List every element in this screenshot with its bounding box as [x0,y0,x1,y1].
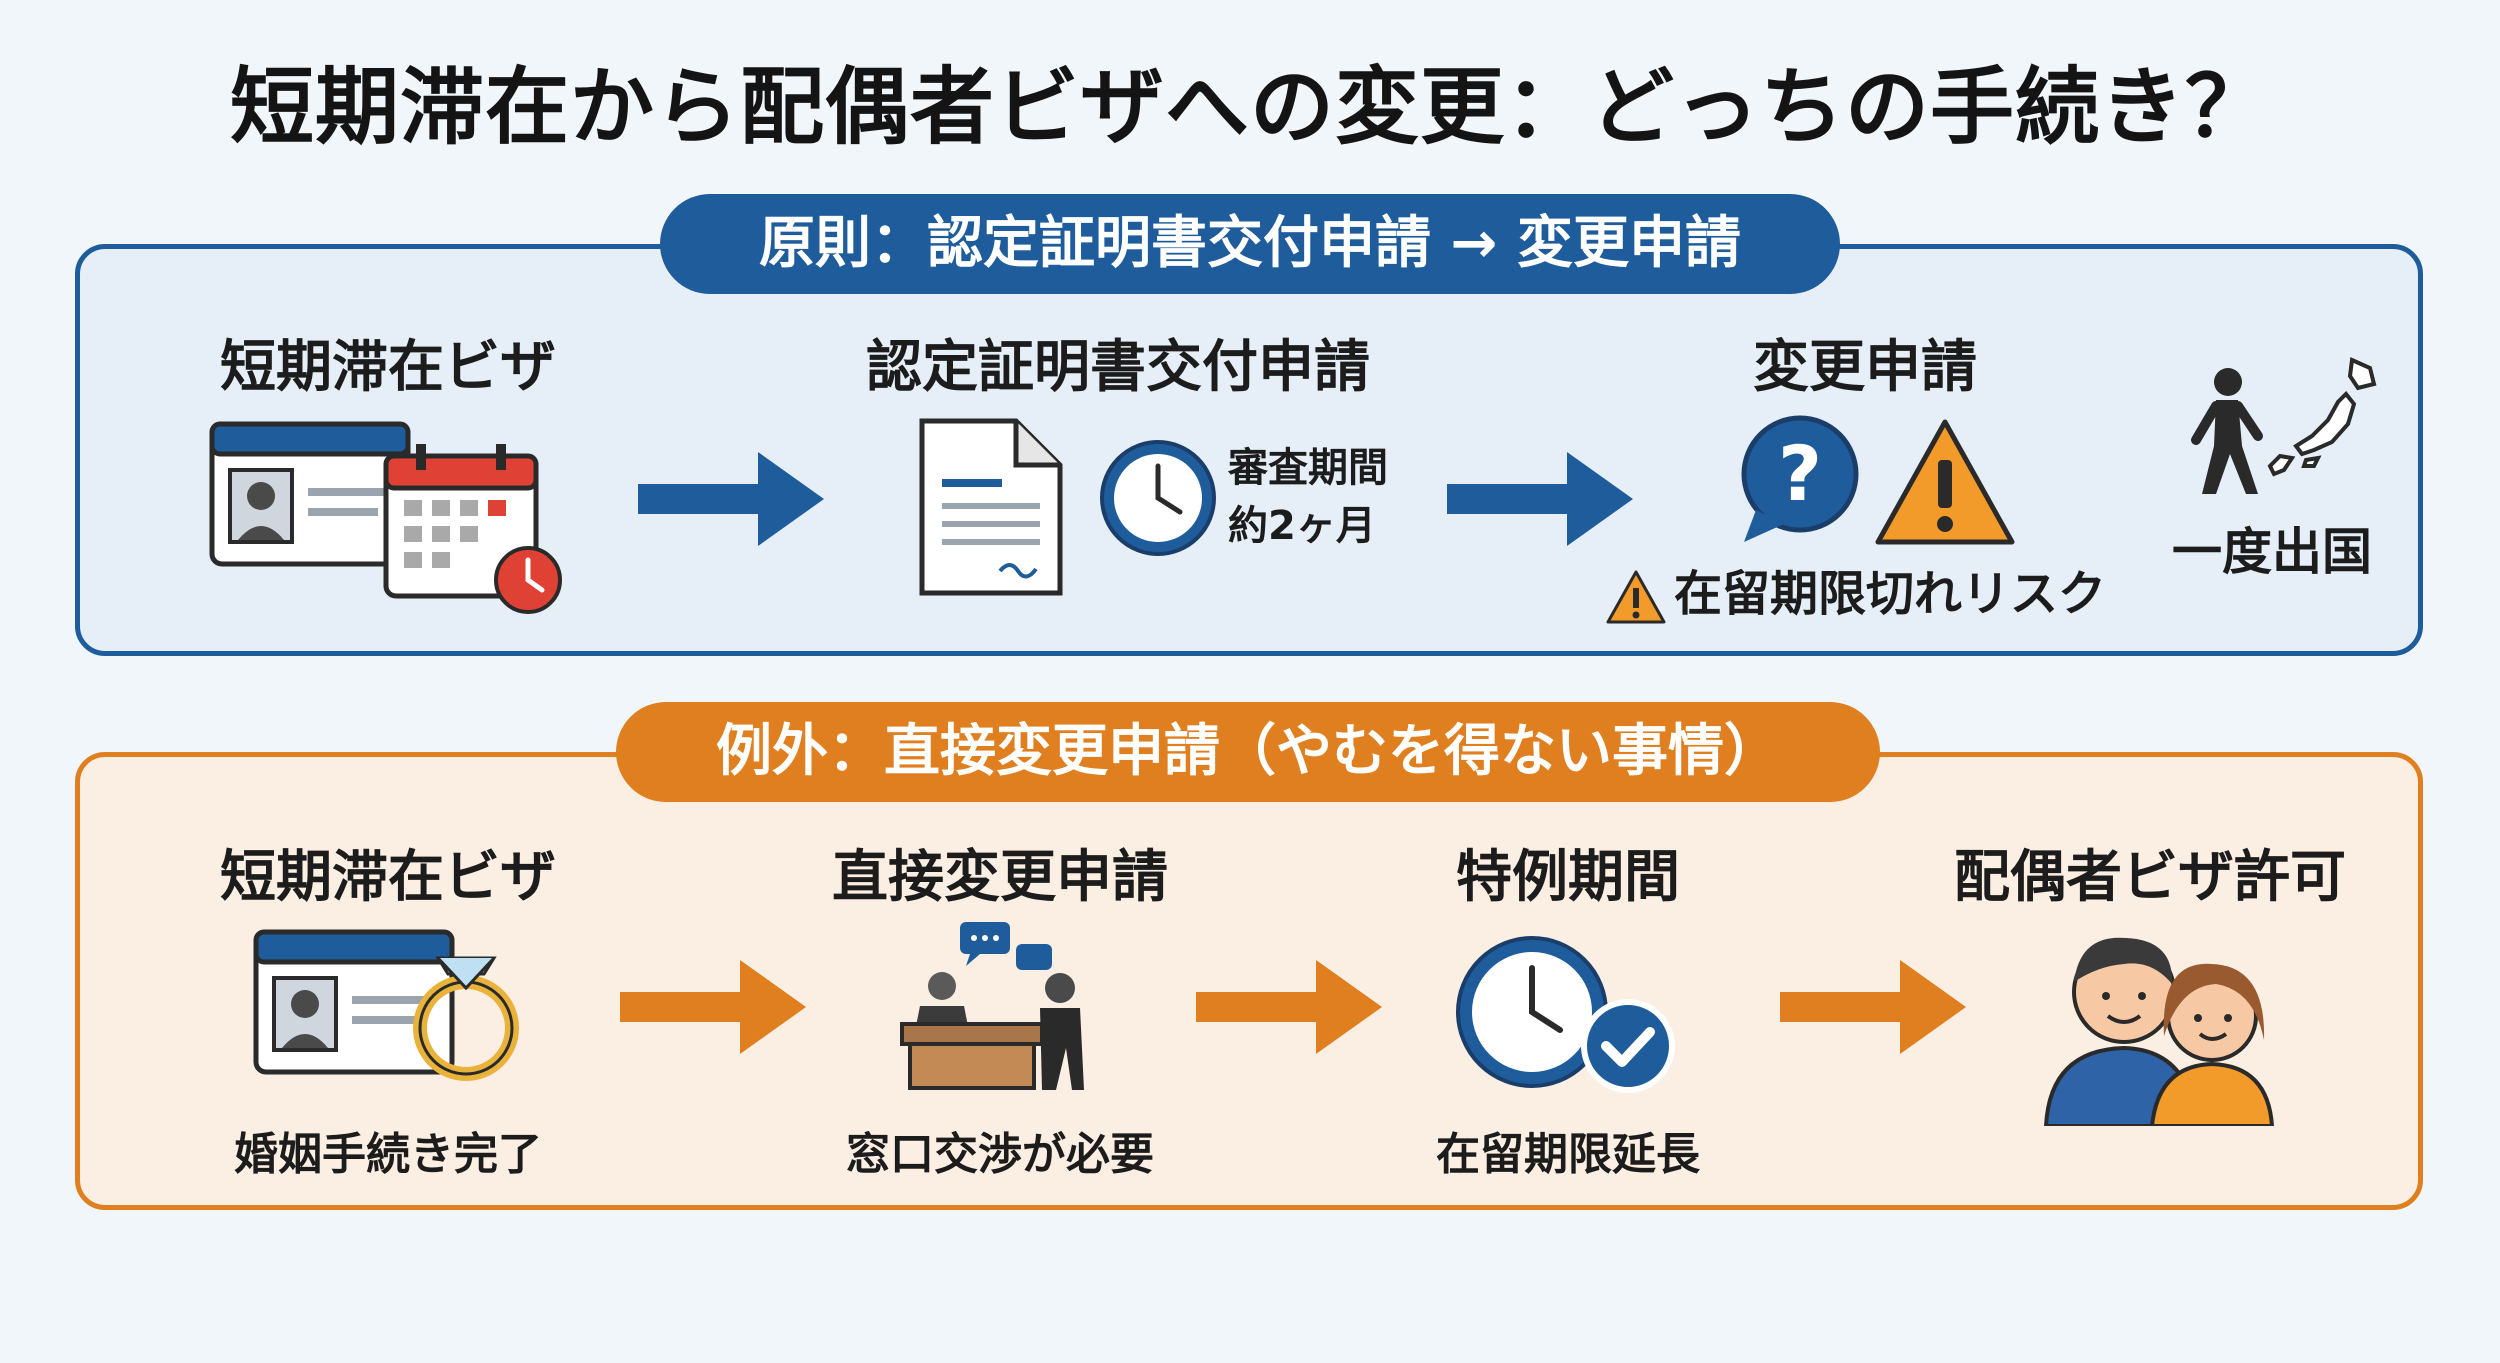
warning-icon [1606,570,1666,624]
arrow-right-icon [620,960,806,1054]
question-bubble-icon: ? [1741,415,1859,542]
exception-step-special-period: 特例期間 [1456,845,1680,910]
review-period-value: 約2ヶ月 [1228,503,1376,549]
review-period-label: 審査期間 [1228,445,1388,491]
caption-marriage-complete: 婚姻手続き完了 [234,1129,542,1180]
arrow-right-icon [1196,960,1382,1054]
wedding-ring-icon [413,956,519,1081]
caption-counter-negotiation: 窓口交渉が必要 [846,1129,1154,1180]
arrow-right-icon [638,452,824,546]
principle-step-coe: 認定証明書交付申請 [866,335,1370,400]
principle-header: 原則：認定証明書交付申請 → 変更申請 [660,194,1840,294]
japan-map-icon [2267,357,2377,477]
page-title: 短期滞在から配偶者ビザへの変更：どっちの手続き？ [229,58,2270,156]
exception-step-spouse-visa-granted: 配偶者ビザ許可 [1954,845,2346,910]
counter-consultation-icon [900,922,1084,1090]
walking-person-icon [2191,368,2263,494]
id-card-icon [253,929,455,1075]
warning-icon [1875,419,2015,545]
exception-step-short-stay: 短期滞在ビザ [220,845,556,910]
calendar-icon [383,444,562,614]
clock-check-icon [1456,936,1675,1093]
couple-icon [2043,937,2275,1126]
clock-icon [1100,440,1216,556]
id-card-icon [209,421,411,567]
principle-step-change: 変更申請 [1753,335,1977,400]
arrow-right-icon [1780,960,1966,1054]
arrow-right-icon [1447,452,1633,546]
svg-text:?: ? [1778,429,1822,518]
exception-header: 例外：直接変更申請（やむを得ない事情） [616,702,1880,802]
caption-extension: 在留期限延長 [1436,1129,1700,1180]
principle-step-short-stay: 短期滞在ビザ [220,335,556,400]
document-icon [919,418,1063,596]
exception-step-direct-change: 直接変更申請 [832,845,1168,910]
exit-country-label: 一度出国 [2172,523,2372,581]
risk-label: 在留期限切れリスク [1674,566,2107,622]
